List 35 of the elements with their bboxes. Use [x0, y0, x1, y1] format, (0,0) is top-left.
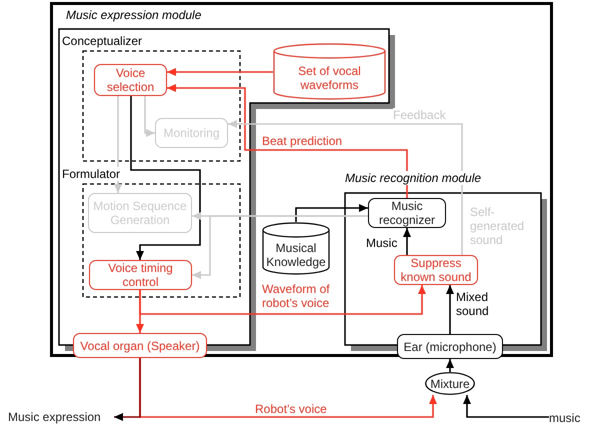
connector-arrow: [114, 96, 122, 193]
connector-arrow: [228, 120, 463, 255]
group-heading: Music expression module: [66, 8, 202, 22]
io-label: music: [549, 410, 589, 426]
connector-arrow: [295, 204, 368, 222]
connector-arrow: [144, 96, 155, 137]
io-label: Music expression: [8, 409, 114, 425]
connector-arrow: [446, 359, 454, 372]
group-heading: Formulator: [62, 167, 120, 181]
connector-arrow: [192, 215, 368, 279]
database-cylinder: Musical Knowledge: [262, 222, 330, 275]
mixer-ellipse: Mixture: [425, 372, 475, 395]
process-box: Suppress known sound: [394, 255, 478, 285]
module-frame: [50, 2, 553, 357]
process-box: Music recognizer: [368, 198, 446, 228]
group-heading: Music recognition module: [345, 171, 482, 185]
connector-arrow: [114, 358, 141, 421]
database-cylinder: Set of vocal waveforms: [273, 43, 386, 100]
group-heading: Conceptualizer: [62, 34, 142, 48]
connector-arrow: [167, 68, 273, 76]
process-box: Voice selection: [94, 64, 167, 96]
edge-label: Beat prediction: [262, 134, 342, 148]
dashed-group: [62, 165, 242, 298]
module-frame: [344, 168, 549, 354]
connector-arrow: [463, 395, 549, 418]
connector-arrow: [446, 285, 454, 334]
process-box: Ear (microphone): [397, 334, 503, 359]
connector-arrow: [167, 84, 408, 198]
process-box: Vocal organ (Speaker): [73, 333, 207, 358]
connector-arrow: [139, 285, 426, 315]
connector-arrow: [403, 228, 411, 255]
edge-label: Music: [366, 236, 398, 250]
edge-label: Robot’s voice: [255, 402, 327, 416]
connector-arrow: [130, 96, 201, 260]
process-box: Voice timing control: [89, 260, 192, 290]
